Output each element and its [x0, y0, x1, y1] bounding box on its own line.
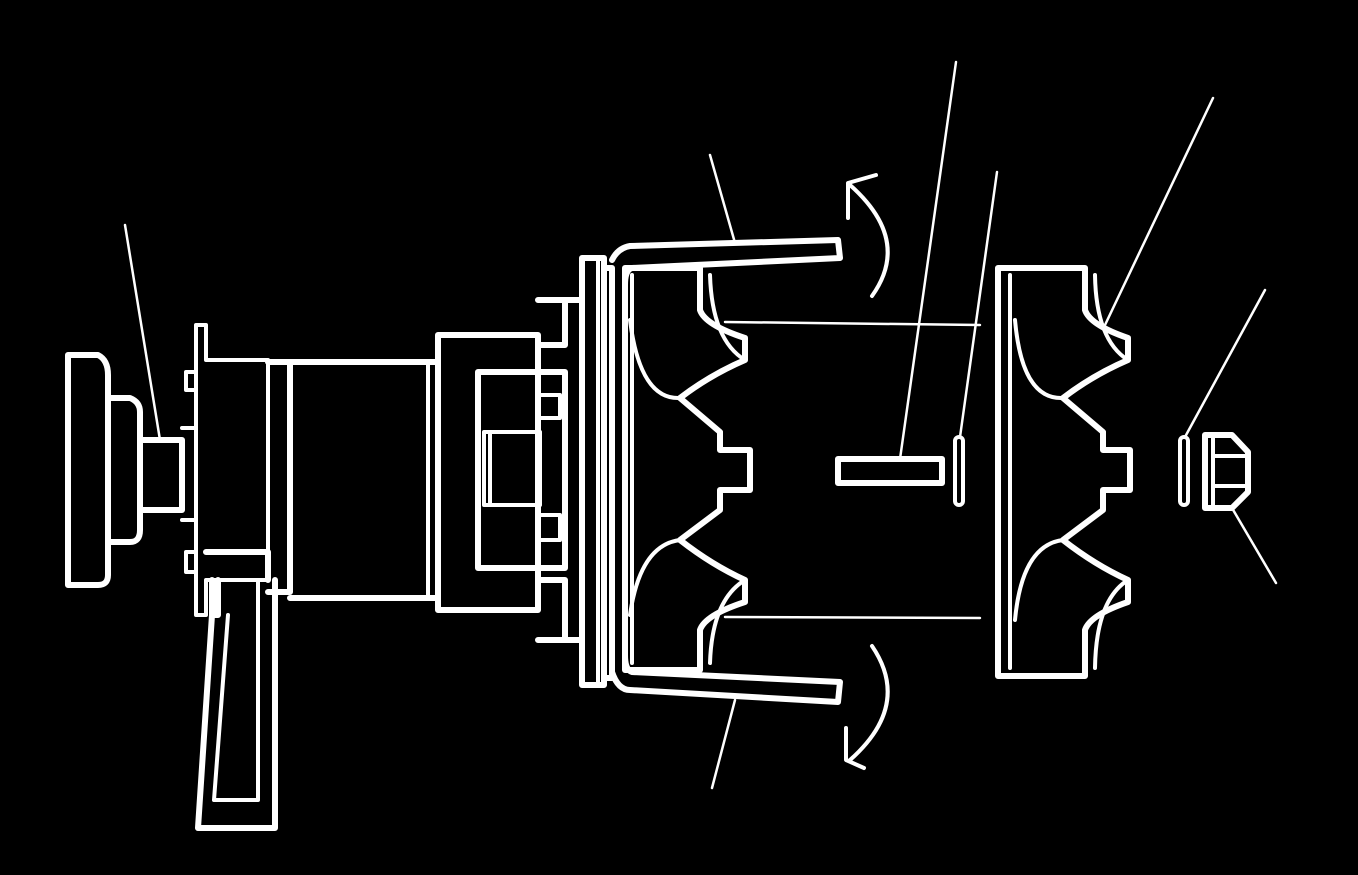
- coupling: [475, 297, 585, 643]
- handwheel: [65, 352, 143, 588]
- puller-jaw-lower: [609, 652, 843, 790]
- leader-line-lower-jaw: [710, 698, 737, 790]
- lower-jaw-rotation-arrow: [844, 644, 890, 770]
- leader-line-hex-nut: [1230, 506, 1278, 585]
- leader-line-washer: [958, 170, 999, 439]
- flange-plate: [579, 255, 615, 688]
- lock-ring: [1178, 288, 1267, 507]
- reference-line-upper: [723, 320, 982, 327]
- leader-line-upper-jaw: [708, 153, 737, 245]
- impeller-removed: [995, 96, 1215, 679]
- leader-line-key: [898, 60, 958, 461]
- upper-jaw-rotation-arrow: [846, 173, 890, 298]
- impeller-installed: [622, 265, 982, 673]
- drive-housing: [265, 332, 541, 613]
- reference-line-lower: [723, 615, 982, 620]
- mounting-bracket: [184, 323, 278, 831]
- leader-line-clamp-screw: [123, 223, 162, 442]
- key: [835, 60, 958, 486]
- leader-line-impeller: [1103, 96, 1215, 327]
- leader-line-lock-ring: [1183, 288, 1267, 439]
- washer: [953, 170, 999, 507]
- hex-nut: [1202, 432, 1278, 585]
